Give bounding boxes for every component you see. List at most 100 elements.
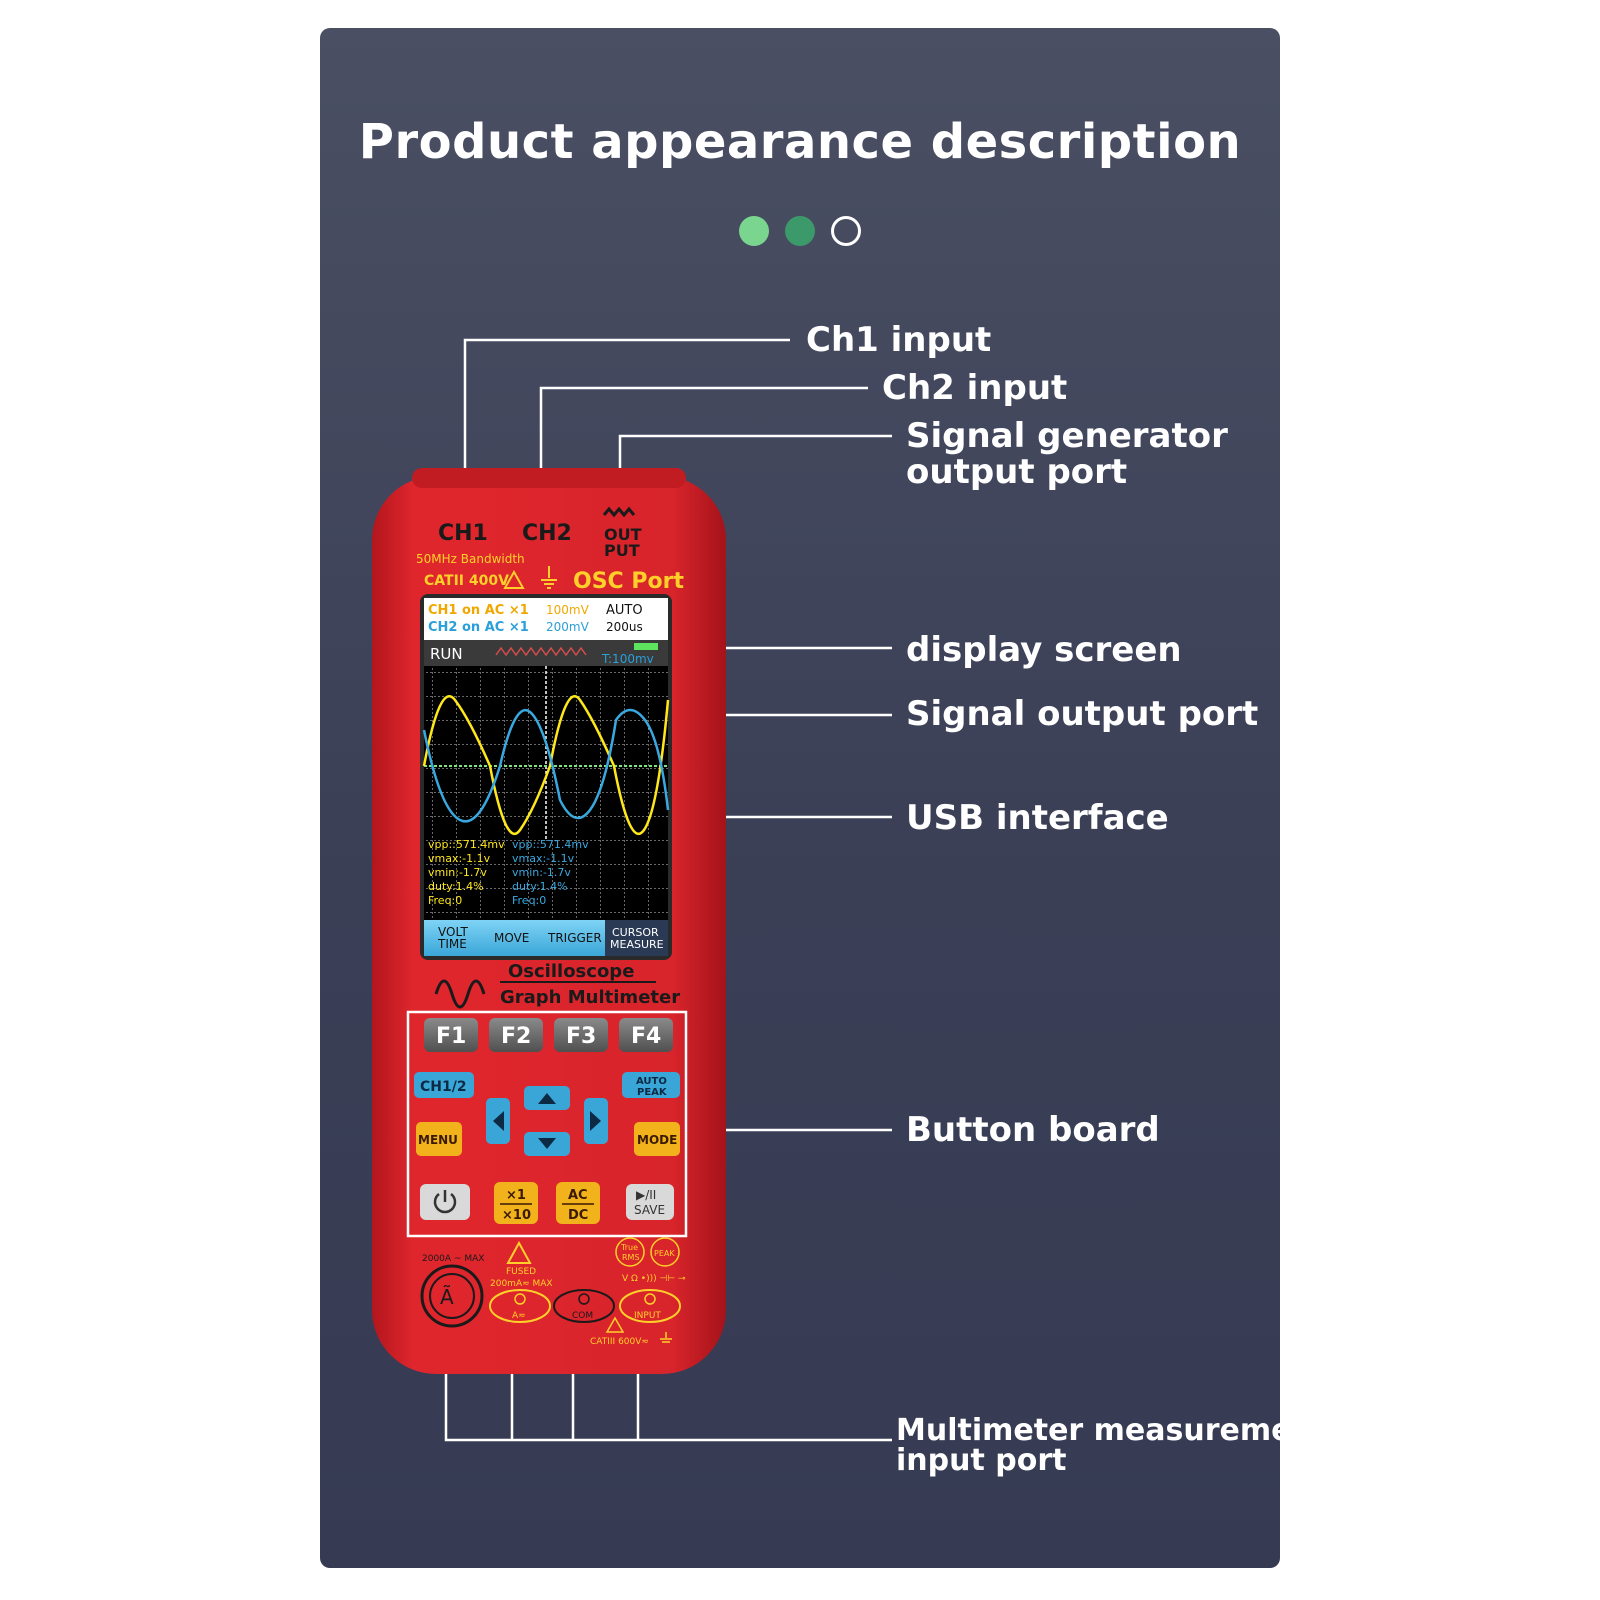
mode-button[interactable] bbox=[634, 1122, 680, 1156]
screen-header-bar bbox=[424, 598, 668, 640]
ch2-label: CH2 bbox=[522, 521, 572, 546]
rating-label: CATII 400V bbox=[424, 573, 509, 589]
f2-button[interactable] bbox=[489, 1018, 543, 1052]
softkey-cursor-measure-2[interactable]: MEASURE bbox=[610, 938, 664, 951]
auto-peak-label-1: AUTO bbox=[636, 1076, 667, 1087]
fused-rating: 200mA≂ MAX bbox=[490, 1279, 553, 1289]
ch1-measure-row: Freq:0 bbox=[428, 894, 462, 907]
fused-warning-icon bbox=[506, 1240, 532, 1264]
play-save-button[interactable] bbox=[626, 1184, 674, 1220]
input-jack[interactable] bbox=[619, 1289, 681, 1323]
amp-jack-hole bbox=[514, 1293, 526, 1305]
play-pause-label: ▶/II bbox=[636, 1188, 656, 1202]
mode-label: MODE bbox=[637, 1133, 677, 1147]
input-jack-hole bbox=[644, 1293, 656, 1305]
x10-label: ×10 bbox=[502, 1208, 531, 1223]
callout-multimeter-line2: input port bbox=[896, 1443, 1067, 1478]
ch2-measure-row: vmax:-1.1v bbox=[512, 852, 575, 865]
com-jack[interactable] bbox=[553, 1289, 615, 1323]
output-wave-icon bbox=[602, 506, 636, 518]
x1-x10-button[interactable] bbox=[494, 1182, 538, 1224]
auto-peak-button[interactable] bbox=[622, 1072, 680, 1098]
cat-rating: CATIII 600V≂ bbox=[590, 1337, 649, 1347]
run-state: RUN bbox=[430, 645, 463, 663]
ch1-volts: 100mV bbox=[546, 603, 590, 617]
true-rms-line1: True bbox=[620, 1243, 638, 1252]
device-top-cap bbox=[412, 468, 686, 488]
arrow-right-icon bbox=[590, 1111, 601, 1131]
input-jack-label: INPUT bbox=[634, 1311, 661, 1321]
x1-label: ×1 bbox=[506, 1188, 526, 1203]
f4-button[interactable] bbox=[619, 1018, 673, 1052]
page-title: Product appearance description bbox=[358, 114, 1242, 170]
arrow-up-icon bbox=[538, 1093, 556, 1104]
ch12-label: CH1/2 bbox=[420, 1079, 467, 1095]
warning-icon bbox=[503, 569, 525, 589]
f3-label: F3 bbox=[566, 1024, 596, 1049]
button-board-outline[interactable] bbox=[406, 1010, 688, 1238]
callout-signal-generator: Signal generator output port bbox=[906, 418, 1228, 490]
direction-pad bbox=[486, 1086, 608, 1156]
menu-label: MENU bbox=[418, 1133, 458, 1147]
leader-multimeter bbox=[444, 1372, 892, 1442]
cat-ground-icon bbox=[660, 1332, 672, 1343]
ch2-measure-row: vmin:-1.7v bbox=[512, 866, 571, 879]
brand-line2: Graph Multimeter bbox=[500, 987, 680, 1008]
ch1-measurements: vpp::571.4mv vmax:-1.1v vmin:-1.7v duty:… bbox=[428, 838, 505, 907]
clamp-jack[interactable] bbox=[420, 1264, 484, 1328]
softkey-trigger[interactable]: TRIGGER bbox=[547, 931, 602, 945]
peak-badge bbox=[650, 1237, 680, 1267]
ch2-measure-row: vpp::571.4mv bbox=[512, 838, 589, 851]
ch2-volts: 200mV bbox=[546, 620, 590, 634]
function-keys: F1 F2 F3 F4 bbox=[424, 1018, 673, 1052]
ch12-button[interactable] bbox=[414, 1072, 474, 1098]
peak-label: PEAK bbox=[654, 1249, 675, 1258]
ch1-measure-row: vmax:-1.1v bbox=[428, 852, 491, 865]
f1-button[interactable] bbox=[424, 1018, 478, 1052]
brand-wave-icon bbox=[434, 979, 486, 1009]
power-icon bbox=[433, 1190, 457, 1214]
ch2-status: CH2 on AC ×1 bbox=[428, 620, 529, 635]
ch2-waveform bbox=[422, 708, 670, 823]
softkey-move[interactable]: MOVE bbox=[494, 931, 529, 945]
ground-icon bbox=[541, 566, 557, 589]
softkey-volt-time[interactable]: VOLT bbox=[438, 925, 468, 939]
f4-label: F4 bbox=[631, 1024, 661, 1049]
callout-ch2-input: Ch2 input bbox=[882, 368, 1068, 408]
softkey-cursor-measure[interactable]: CURSOR bbox=[612, 926, 659, 939]
true-rms-line2: RMS bbox=[622, 1253, 640, 1262]
battery-icon bbox=[634, 643, 658, 650]
output-label-line1: OUT bbox=[604, 525, 642, 544]
com-jack-label: COM bbox=[572, 1311, 593, 1321]
true-rms-badge bbox=[615, 1237, 645, 1267]
callout-signal-generator-line2: output port bbox=[906, 452, 1128, 492]
bandwidth-label: 50MHz Bandwidth bbox=[416, 552, 525, 566]
page-dot-2[interactable] bbox=[785, 216, 815, 246]
f3-button[interactable] bbox=[554, 1018, 608, 1052]
ch1-measure-row: vpp::571.4mv bbox=[428, 838, 505, 851]
clamp-max-label: 2000A ~ MAX bbox=[422, 1254, 484, 1264]
screen-run-bar bbox=[424, 640, 668, 666]
callout-usb-interface: USB interface bbox=[906, 798, 1169, 838]
ch1-label: CH1 bbox=[438, 521, 488, 546]
clamp-jack-icon: Ã bbox=[440, 1285, 454, 1309]
amp-jack[interactable] bbox=[489, 1289, 551, 1323]
softkey-cursor-highlight[interactable] bbox=[605, 920, 668, 956]
timebase: 200us bbox=[606, 620, 643, 634]
callout-signal-output-port: Signal output port bbox=[906, 694, 1259, 734]
f2-label: F2 bbox=[501, 1024, 531, 1049]
page-dot-3[interactable] bbox=[831, 216, 861, 246]
input-symbols: V Ω •))) ⊣⊢ ⊸ bbox=[622, 1274, 686, 1284]
ch1-measure-row: duty:1.4% bbox=[428, 880, 484, 893]
osc-port-label: OSC Port bbox=[573, 569, 684, 594]
ac-dc-button[interactable] bbox=[556, 1182, 600, 1224]
arrow-left-icon bbox=[493, 1111, 504, 1131]
page-dot-1[interactable] bbox=[739, 216, 769, 246]
callout-signal-generator-line1: Signal generator bbox=[906, 416, 1228, 456]
menu-button[interactable] bbox=[416, 1122, 462, 1156]
fused-label: FUSED bbox=[506, 1267, 536, 1277]
callout-ch1-input: Ch1 input bbox=[806, 320, 992, 360]
softkey-volt-time-2[interactable]: TIME bbox=[437, 937, 467, 951]
trigger-level: T:100mv bbox=[601, 652, 654, 666]
